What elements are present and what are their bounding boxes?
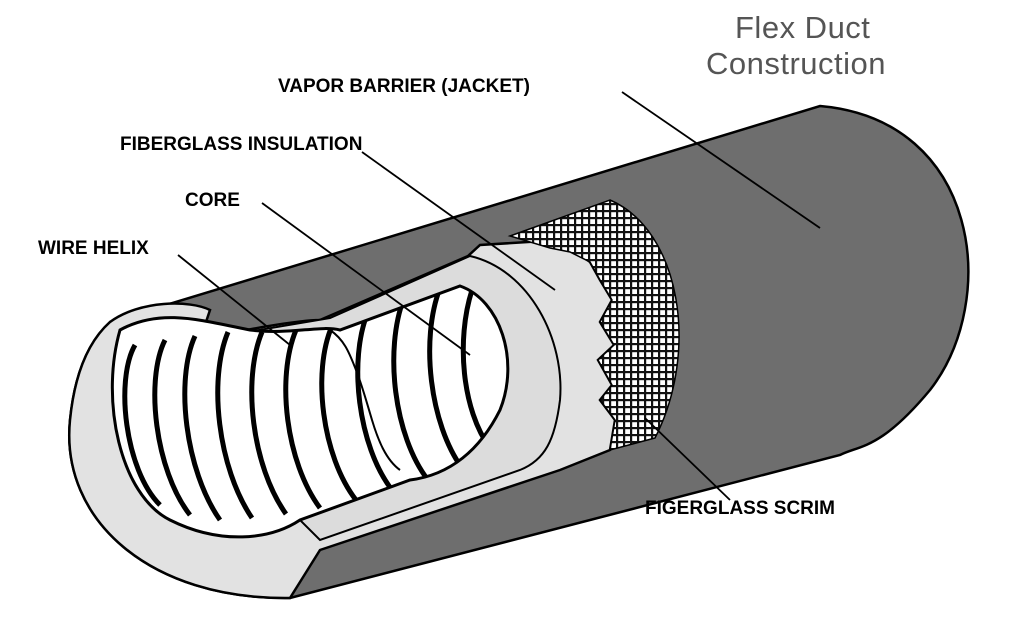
wire-helix: [122, 287, 493, 522]
fiberglass-scrim: [507, 199, 680, 452]
core-cut-edge: [329, 329, 401, 471]
diagram-title-line-1: Flex Duct: [735, 10, 871, 45]
label-vapor-barrier: VAPOR BARRIER (JACKET): [278, 76, 530, 97]
label-fiberglass-insulation: FIBERGLASS INSULATION: [120, 134, 363, 155]
label-fiberglass-scrim: FIGERGLASS SCRIM: [645, 498, 836, 519]
core-liner: [110, 284, 510, 539]
label-core: CORE: [185, 190, 240, 211]
label-wire-helix: WIRE HELIX: [38, 238, 149, 259]
diagram-title-line-2: Construction: [706, 46, 887, 81]
leader-lines: [177, 91, 821, 501]
